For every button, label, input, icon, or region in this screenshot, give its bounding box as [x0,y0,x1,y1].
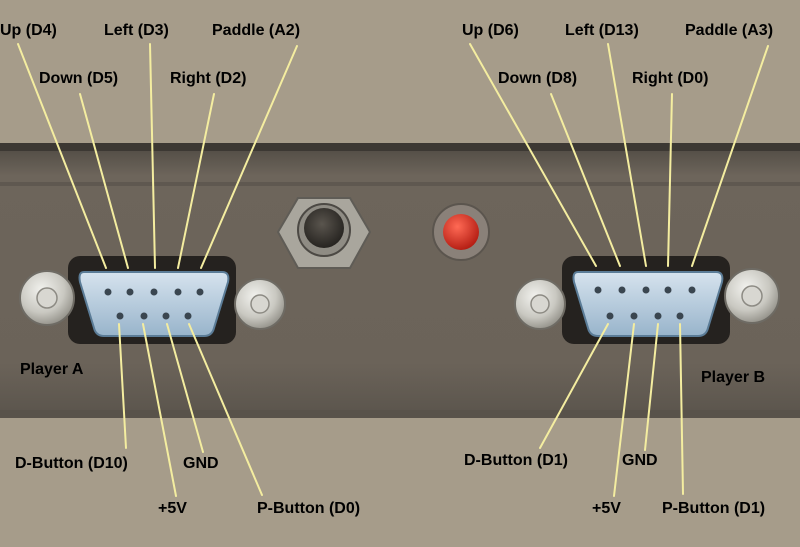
label-pbutton-b: P-Button (D1) [662,500,766,517]
label-left-a: Left (D3) [104,22,169,39]
leader-up-a [17,43,107,269]
label-down-a: Down (D5) [39,70,119,87]
label-player-b: Player B [701,369,766,386]
leader-lines-b [469,43,769,497]
connector-b-shell [572,271,724,337]
screw-a-left-head [36,287,58,309]
leader-pbutton-b [679,323,684,495]
pin-b-4 [664,286,672,294]
pin-b-8 [654,312,662,320]
screw-b-left-head [530,294,550,314]
label-up-b: Up (D6) [462,22,519,39]
leader-pbutton-a [188,323,263,496]
pin-a-8 [162,312,170,320]
leader-lines-a [17,43,298,497]
leader-gnd-b [644,323,659,451]
label-right-a: Right (D2) [170,70,247,87]
push-button-cap [304,208,344,248]
label-dbutton-b: D-Button (D1) [464,452,568,469]
pin-a-4 [174,288,182,296]
label-5v-b: +5V [592,500,621,517]
leader-down-a [79,93,129,269]
pin-b-9 [676,312,684,320]
push-button [276,197,372,269]
leader-left-b [607,43,647,267]
label-5v-a: +5V [158,500,187,517]
leader-left-a [149,43,156,269]
label-gnd-a: GND [183,455,219,472]
leader-paddle-b [691,45,769,267]
screw-a-right-head [250,294,270,314]
led-indicator [432,203,490,261]
pin-b-7 [630,312,638,320]
leader-right-b [667,93,673,267]
label-down-b: Down (D8) [498,70,578,87]
pin-b-6 [606,312,614,320]
leader-up-b [469,43,597,267]
leader-dbutton-a [118,323,127,449]
label-paddle-a: Paddle (A2) [212,22,301,39]
pin-a-1 [104,288,112,296]
player-b-port [514,256,780,344]
label-pbutton-a: P-Button (D0) [257,500,361,517]
label-right-b: Right (D0) [632,70,709,87]
led-light [443,214,479,250]
label-paddle-b: Paddle (A3) [685,22,774,39]
leader-right-a [177,93,215,269]
pin-a-7 [140,312,148,320]
pin-a-9 [184,312,192,320]
label-player-a: Player A [20,361,84,378]
label-dbutton-a: D-Button (D10) [15,455,128,472]
pin-b-5 [688,286,696,294]
leader-down-b [550,93,621,267]
leader-5v-a [142,323,177,497]
panel-bottom-edge [0,410,800,418]
leader-paddle-a [200,45,298,269]
panel-top-edge [0,143,800,151]
pin-a-5 [196,288,204,296]
pin-a-6 [116,312,124,320]
leader-gnd-a [166,323,204,453]
player-a-port [19,256,286,344]
label-gnd-b: GND [622,452,658,469]
pin-b-2 [618,286,626,294]
pin-b-1 [594,286,602,294]
leader-dbutton-b [539,323,609,449]
connector-a-shell [78,271,230,337]
pin-a-2 [126,288,134,296]
leader-5v-b [613,323,635,497]
pin-a-3 [150,288,158,296]
screw-b-right-head [741,285,763,307]
panel-inner-strip [0,182,800,186]
label-up-a: Up (D4) [0,22,57,39]
pin-b-3 [642,286,650,294]
label-left-b: Left (D13) [565,22,639,39]
